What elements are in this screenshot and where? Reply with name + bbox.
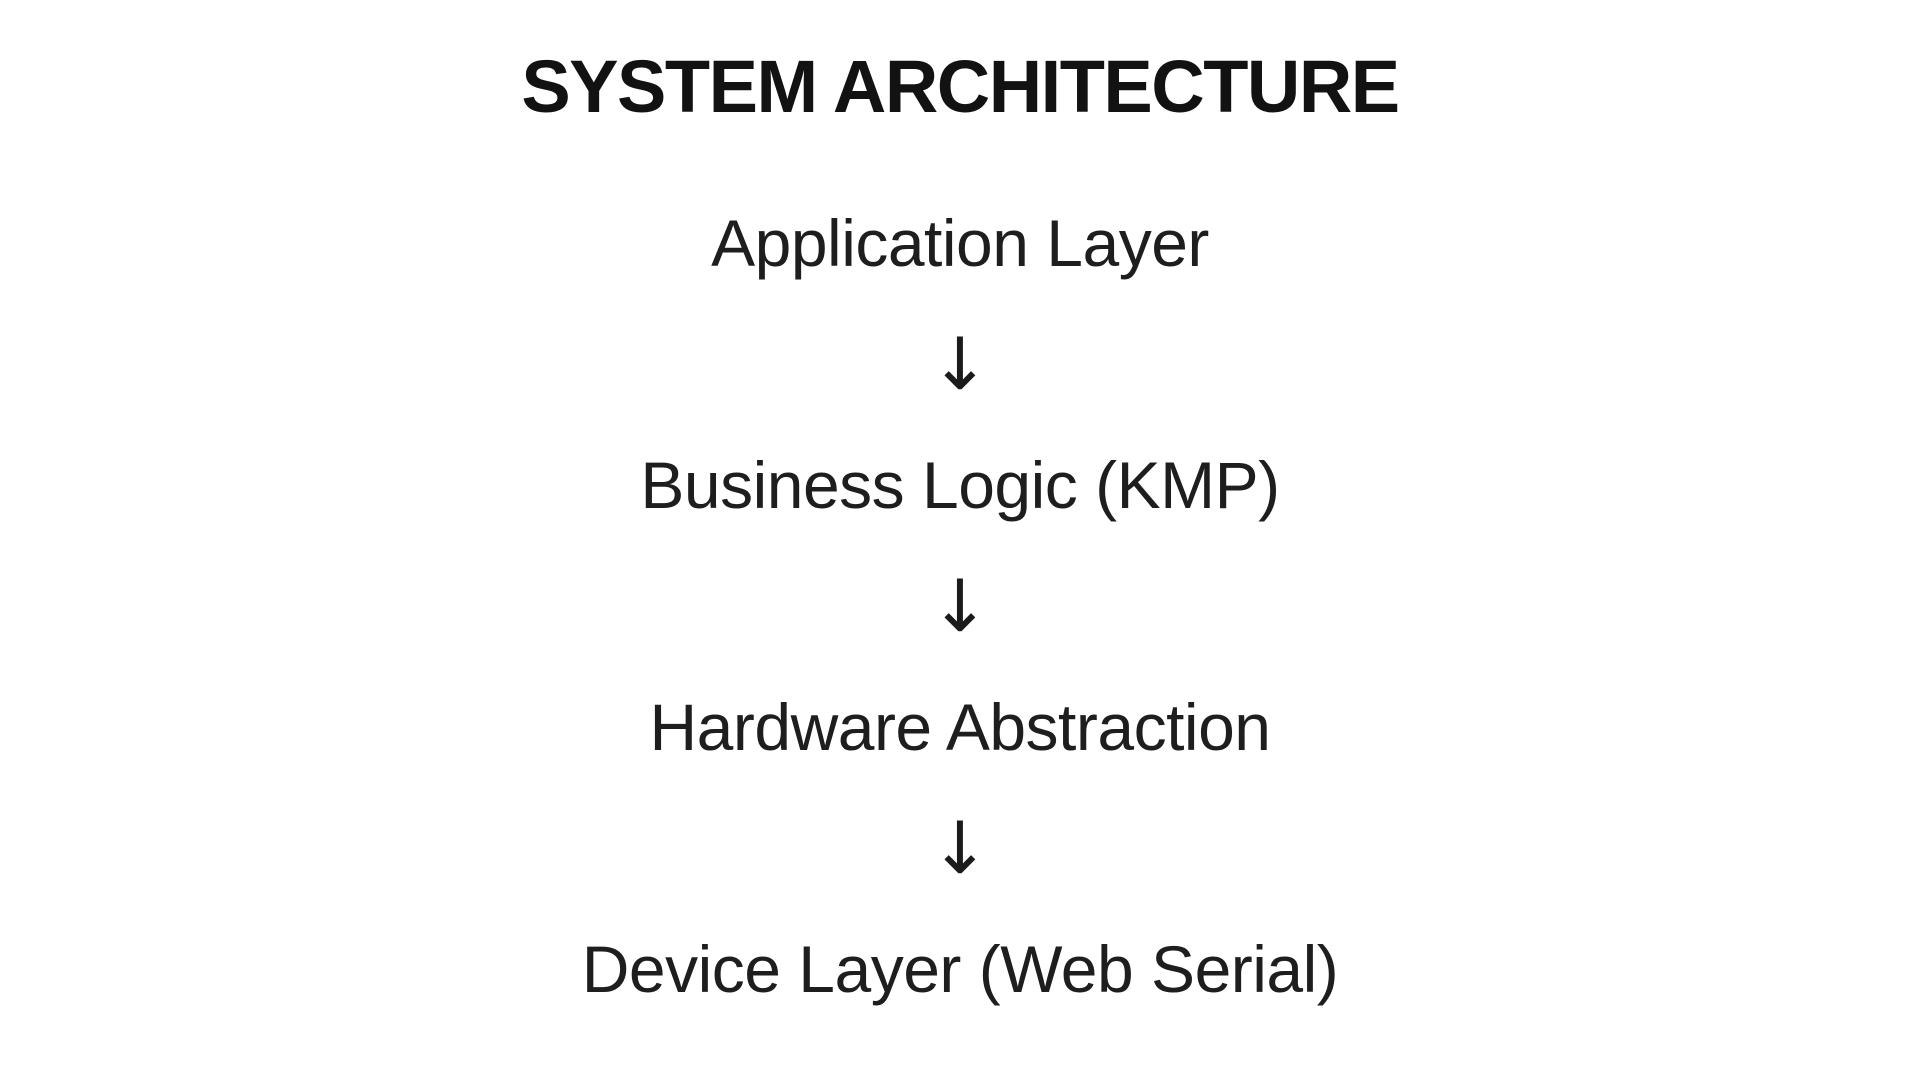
layer-node-device: Device Layer (Web Serial)	[581, 932, 1339, 1006]
down-arrow-icon: ↓	[929, 806, 991, 890]
layer-node-business-logic: Business Logic (KMP)	[640, 448, 1280, 522]
layer-node-application: Application Layer	[711, 206, 1209, 280]
layer-flow-stack: Application Layer ↓ Business Logic (KMP)…	[582, 210, 1339, 1002]
layer-node-hardware-abstraction: Hardware Abstraction	[649, 690, 1271, 764]
down-arrow-icon: ↓	[929, 322, 991, 406]
down-arrow-icon: ↓	[929, 564, 991, 648]
diagram-title: SYSTEM ARCHITECTURE	[521, 45, 1400, 128]
